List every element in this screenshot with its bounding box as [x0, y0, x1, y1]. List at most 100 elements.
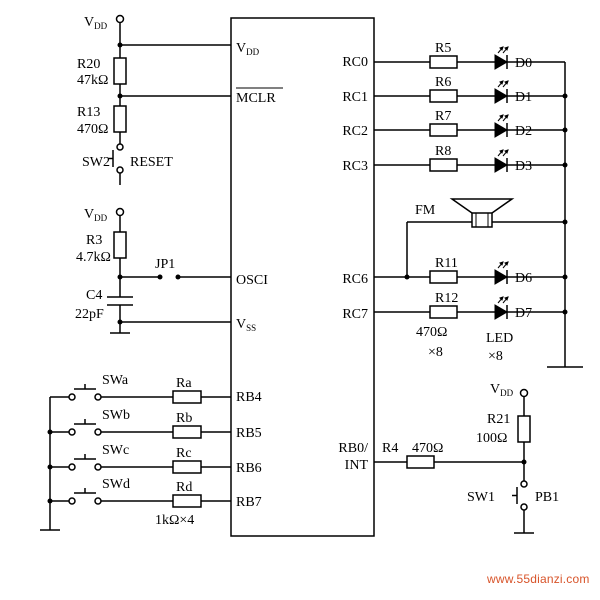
speaker-fm: FM: [404, 198, 568, 280]
switch-resistor-name: Ra: [176, 376, 192, 391]
switch-resistor-name: Rd: [176, 480, 192, 495]
led-resistor: [429, 305, 458, 319]
sw2-contact-bottom: [116, 166, 124, 174]
r20-value: 47kΩ: [77, 73, 108, 88]
sw1-function: PB1: [535, 490, 559, 505]
switch-name: SWa: [102, 373, 129, 388]
led-resistor-name: R8: [435, 144, 451, 159]
watermark: www.55dianzi.com: [487, 572, 590, 586]
led-diode: [494, 157, 508, 173]
sw2-contact-top: [116, 143, 124, 151]
led-resistor: [429, 123, 458, 137]
sw1-contact-top: [520, 480, 528, 488]
r4-value: 470Ω: [412, 441, 443, 456]
speaker-cone: [449, 198, 515, 214]
switch-resistor-name: Rb: [176, 411, 192, 426]
pin-rc7: RC7: [342, 307, 368, 322]
pin-osci: OSCI: [236, 273, 268, 288]
pin-vss: VSS: [236, 317, 256, 333]
pin-mclr: MCLR: [236, 91, 276, 106]
switch-resistor-note: 1kΩ×4: [155, 513, 194, 528]
led-count: ×8: [488, 349, 503, 364]
sw1-contact-bottom: [520, 503, 528, 511]
led-diode: [494, 304, 508, 320]
led-resistor-name: R5: [435, 41, 451, 56]
led-name: D1: [515, 90, 532, 105]
c4-value: 22pF: [75, 307, 104, 322]
vdd-label-mid: VDD: [84, 207, 108, 223]
pin-rb4: RB4: [236, 390, 262, 405]
switch-resistor: [172, 425, 202, 439]
led-resistor-name: R11: [435, 256, 458, 271]
vdd-terminal-mid: [115, 207, 125, 217]
vdd-label-top: VDD: [84, 15, 108, 31]
pin-rc2: RC2: [342, 124, 368, 139]
pin-int: INT: [345, 458, 369, 473]
reset-circuit: VDD R20 47kΩ R13 470Ω SW2 RESET: [77, 14, 231, 185]
switch-contact: [94, 497, 102, 505]
switch-name: SWd: [102, 477, 130, 492]
switch-name: SWc: [102, 443, 129, 458]
switch-contact: [94, 463, 102, 471]
pin-vdd: VDD: [236, 41, 260, 57]
led-resistor: [429, 89, 458, 103]
switch-resistor-name: Rc: [176, 446, 192, 461]
switch-contact: [68, 463, 76, 471]
switch-name: SWb: [102, 408, 130, 423]
led-resistor: [429, 158, 458, 172]
led-resistor-value: 470Ω: [416, 325, 447, 340]
r21-name: R21: [487, 412, 510, 427]
led-name: D3: [515, 159, 532, 174]
pin-rc0: RC0: [342, 55, 368, 70]
r20-name: R20: [77, 57, 100, 72]
sw1-name: SW1: [467, 490, 495, 505]
switch-resistor: [172, 390, 202, 404]
led-name: D7: [515, 306, 532, 321]
switch-contact: [68, 497, 76, 505]
led-diode: [494, 54, 508, 70]
vdd-terminal-right: [519, 388, 529, 398]
svg-text:VDD: VDD: [236, 41, 260, 57]
switch-contact: [94, 393, 102, 401]
switch-contact: [94, 428, 102, 436]
switch-row: SWb Rb: [47, 408, 231, 439]
r20-resistor: [113, 57, 127, 85]
led-diode: [494, 88, 508, 104]
pin-rc6: RC6: [342, 272, 368, 287]
pin-rb0: RB0/: [338, 441, 368, 456]
r4-name: R4: [382, 441, 398, 456]
speaker-label: FM: [415, 203, 436, 218]
r13-name: R13: [77, 105, 100, 120]
r3-value: 4.7kΩ: [76, 250, 111, 265]
pin-rb7: RB7: [236, 495, 262, 510]
vdd-label-right: VDD: [490, 382, 514, 398]
switch-resistor: [172, 494, 202, 508]
pin-rb5: RB5: [236, 426, 262, 441]
r13-value: 470Ω: [77, 122, 108, 137]
sw2-name: SW2: [82, 155, 110, 170]
interrupt-circuit: R4 470Ω VDD R21 100Ω SW1 PB1: [374, 382, 559, 534]
pin-rb6: RB6: [236, 461, 262, 476]
r4-resistor: [406, 455, 435, 469]
switch-resistor: [172, 460, 202, 474]
switch-row: SWa Ra: [50, 373, 231, 404]
led-name: D6: [515, 271, 532, 286]
led-type-label: LED: [486, 331, 513, 346]
led-resistor-name: R6: [435, 75, 451, 90]
svg-text:VSS: VSS: [236, 317, 256, 333]
jp1-name: JP1: [155, 257, 175, 272]
speaker-body: [471, 212, 493, 228]
c4-name: C4: [86, 288, 102, 303]
led-diode: [494, 122, 508, 138]
led-resistor: [429, 55, 458, 69]
pin-rc3: RC3: [342, 159, 368, 174]
led-resistor-name: R7: [435, 109, 451, 124]
led-resistor-count: ×8: [428, 345, 443, 360]
